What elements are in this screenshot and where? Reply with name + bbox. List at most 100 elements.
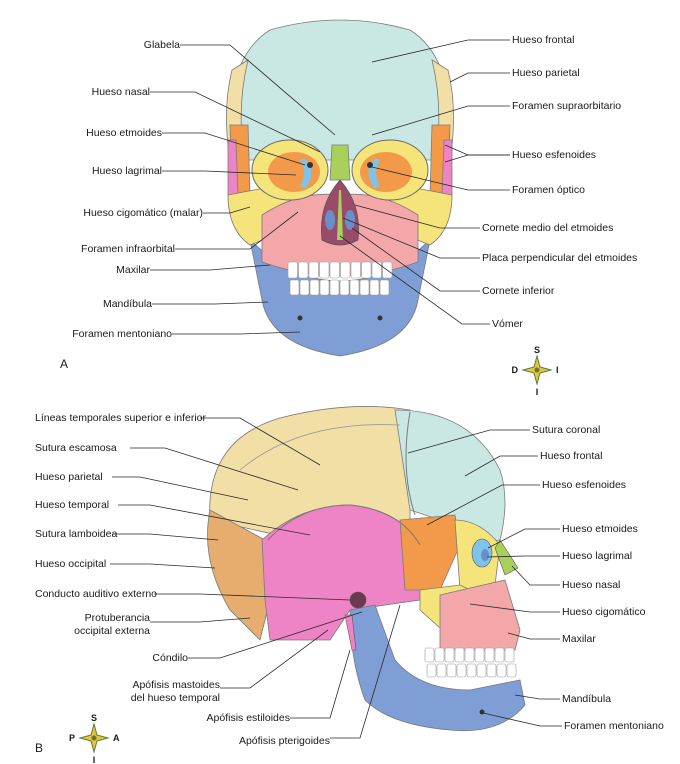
label-styloid-process: Apófisis estiloides (207, 712, 290, 724)
lower-teeth-lateral (426, 663, 517, 678)
tooth (474, 647, 485, 663)
label-frontal-bone-b: Hueso frontal (540, 450, 602, 462)
tooth (379, 279, 390, 296)
tooth (361, 261, 372, 279)
mental-foramen-right (377, 315, 383, 321)
label-squamous-suture: Sutura escamosa (35, 442, 117, 454)
compass-b-left: P (69, 733, 75, 743)
label-occipital-bone: Hueso occipital (35, 558, 106, 570)
tooth (339, 279, 350, 296)
tooth (466, 663, 477, 678)
label-mastoid-2: del hueso temporal (131, 692, 220, 704)
tooth (454, 647, 465, 663)
skull-anterior-view (226, 19, 454, 357)
label-parietal-bone-b: Hueso parietal (35, 471, 103, 483)
tooth (359, 279, 370, 296)
label-coronal-suture: Sutura coronal (532, 424, 600, 436)
frontal-anterior (228, 19, 452, 161)
lacrimal-lateral (481, 549, 489, 561)
panel-a-letter: A (60, 357, 68, 371)
compass-b-top: S (91, 713, 97, 723)
label-temporal-bone: Hueso temporal (35, 499, 109, 511)
leader-lines-a (150, 39, 510, 335)
label-ethmoid: Hueso etmoides (86, 127, 162, 139)
maxilla-lateral (439, 579, 521, 651)
label-maxilla-b: Maxilar (562, 633, 596, 645)
labels-b-left: Líneas temporales superior e inferior Su… (35, 412, 330, 747)
skull-lateral-view (207, 406, 526, 732)
tooth (504, 647, 515, 663)
label-occipital-protuberance-1: Protuberancia (85, 612, 151, 624)
tooth (446, 663, 457, 678)
label-supraorbital-foramen: Foramen supraorbitario (512, 100, 621, 112)
panel-b-letter: B (35, 741, 43, 755)
tooth (319, 279, 330, 296)
tooth (298, 261, 309, 279)
coronal-suture (405, 411, 416, 516)
label-mastoid-1: Apófisis mastoides (132, 679, 220, 691)
label-condyle: Cóndilo (152, 652, 188, 664)
tooth (340, 261, 351, 279)
styloid-process (344, 614, 357, 651)
compass-a-right: I (556, 365, 559, 375)
mandible-lateral (349, 604, 526, 732)
occipital-lateral (207, 509, 271, 641)
label-maxilla: Maxilar (116, 264, 150, 276)
tooth (434, 647, 445, 663)
tooth (496, 663, 507, 678)
optic-foramen-right (367, 162, 373, 168)
optic-foramen-left (307, 162, 313, 168)
compass-b-bottom: I (93, 755, 96, 764)
label-sphenoid-bone-b: Hueso esfenoides (542, 479, 626, 491)
compass-a-bottom: I (536, 387, 539, 397)
upper-teeth-lateral (424, 647, 515, 663)
tooth (426, 663, 437, 678)
tooth (476, 663, 487, 678)
mental-foramen-lateral (479, 709, 485, 715)
label-nasal-bone: Hueso nasal (92, 86, 150, 98)
label-frontal-bone: Hueso frontal (512, 34, 574, 46)
squamous-suture (267, 504, 421, 546)
tooth (436, 663, 447, 678)
temporal-lines (239, 424, 401, 471)
label-lambdoid-suture: Sutura lamboidea (35, 528, 117, 540)
concha-left (325, 210, 335, 230)
label-occipital-protuberance-2: occipital externa (74, 625, 150, 637)
tooth (484, 647, 495, 663)
tooth (308, 261, 319, 279)
compass-a-left: D (512, 365, 519, 375)
vomer-anterior (337, 190, 343, 240)
labels-a-right: Hueso frontal Hueso parietal Foramen sup… (482, 34, 637, 330)
label-mental-foramen: Foramen mentoniano (72, 328, 172, 340)
label-pterygoid-process: Apófisis pterigoides (239, 735, 330, 747)
tooth (371, 261, 382, 279)
label-lacrimal-bone-b: Hueso lagrimal (562, 550, 632, 562)
tooth (424, 647, 435, 663)
compass-b: S I P A (69, 713, 120, 764)
label-optic-foramen: Foramen óptico (512, 184, 585, 196)
label-zygomatic: Hueso cigomático (malar) (83, 207, 203, 219)
tooth (350, 261, 361, 279)
label-middle-concha: Cornete medio del etmoides (482, 222, 613, 234)
tooth (494, 647, 505, 663)
label-inferior-concha: Cornete inferior (482, 285, 555, 297)
nasal-bone-anterior (329, 144, 351, 181)
label-mental-foramen-b: Foramen mentoniano (564, 720, 664, 732)
label-perpendicular-plate: Placa perpendicular del etmoides (482, 252, 637, 264)
nasal-lateral (494, 539, 519, 576)
compass-a-top: S (534, 345, 540, 355)
label-temporal-lines: Líneas temporales superior e inferior (35, 412, 207, 424)
tooth (289, 279, 300, 296)
tooth (464, 647, 475, 663)
label-lacrimal: Hueso lagrimal (92, 165, 162, 177)
temporal-right-edge (441, 139, 453, 196)
label-ethmoid-bone-b: Hueso etmoides (562, 523, 638, 535)
tooth (299, 279, 310, 296)
label-nasal-bone-b: Hueso nasal (562, 579, 620, 591)
concha-right (345, 210, 355, 230)
tooth (309, 279, 320, 296)
temporal-left-edge (227, 139, 239, 196)
leader-lines-b (110, 417, 562, 739)
compass-a: S I D I (512, 345, 559, 397)
